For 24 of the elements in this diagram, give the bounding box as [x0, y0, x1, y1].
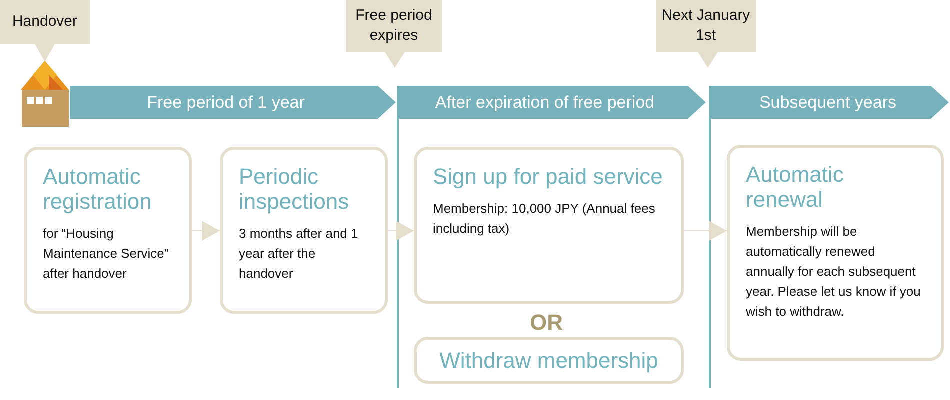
step-description: for “Housing Maintenance Service” after handover — [43, 225, 170, 283]
option-heading: Withdraw membership — [438, 347, 660, 374]
step-card — [220, 147, 388, 314]
step-card — [727, 145, 944, 361]
option-box — [414, 337, 684, 384]
step-description: Membership: 10,000 JPY (Annual fees including tax) — [433, 200, 656, 238]
step-description: Membership will be automatically renewed annually for each subsequent year. Please let us know if you wish to withdraw. — [746, 223, 922, 321]
step-card — [24, 147, 192, 314]
step-heading: Periodic inspections — [239, 164, 350, 214]
step-heading: Sign up for paid service — [433, 164, 664, 189]
step-heading: Automatic registration — [43, 164, 153, 214]
chevron-arrow — [388, 221, 414, 241]
period-arrow-band: Subsequent years — [711, 86, 949, 119]
callout-bubble: Free period expires — [346, 0, 442, 68]
period-arrow-band: Free period of 1 year — [70, 86, 396, 119]
period-arrow-band: After expiration of free period — [398, 86, 706, 119]
callout-bubble: Handover — [0, 0, 90, 62]
step-description: 3 months after and 1 year after the handover — [239, 225, 360, 283]
step-heading: Automatic renewal — [746, 162, 845, 212]
chevron-arrow — [684, 221, 728, 241]
step-card — [414, 147, 684, 304]
callout-bubble: Next January 1st — [656, 0, 756, 68]
chevron-arrow — [192, 221, 220, 241]
or-label: OR — [530, 310, 563, 336]
